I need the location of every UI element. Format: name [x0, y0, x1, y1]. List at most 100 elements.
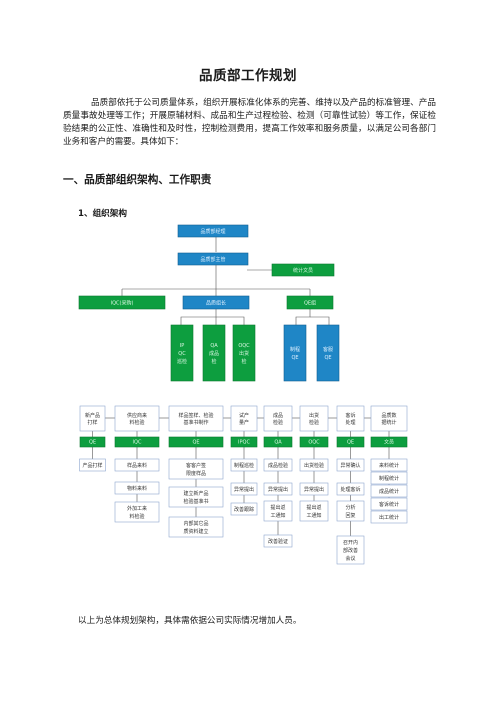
task-box-7-4-label: 部改善	[343, 547, 358, 554]
task-box-3-1-rect	[168, 458, 224, 480]
qc-leader-box-rect	[182, 295, 250, 310]
sub-team-box-2-rect	[202, 324, 226, 382]
task-box-7-3-rect	[336, 500, 365, 522]
task-box-3-2-rect	[168, 486, 224, 508]
task-box-4-2-rect	[230, 482, 258, 496]
task-box-6-3-label: 工通知	[306, 512, 321, 519]
task-box-5-2-label: 异常提出	[268, 486, 288, 493]
stage-box-6-rect	[299, 405, 329, 432]
stage-box-8-rect	[370, 405, 408, 432]
task-box-3-2-label: 检验基准书	[183, 498, 208, 505]
task-box-4-1-rect	[230, 458, 258, 472]
stage-box-7-rect	[336, 405, 365, 432]
sub-team-box-2-label: QA	[210, 343, 218, 349]
sub-team-box-3-label: 检	[241, 358, 246, 365]
task-box-8-2-label: 制程统计	[379, 475, 399, 482]
assistant-box: 统计文员	[271, 263, 335, 277]
task-box-1-1-rect	[79, 458, 106, 472]
sub-team-box-3-label: 出货	[239, 350, 249, 357]
task-box-6-3-label: 提出返	[306, 504, 321, 511]
task-box-8-1-rect	[370, 458, 408, 472]
role-box-6-rect	[299, 436, 329, 448]
sub-team-box-4-rect	[283, 324, 307, 382]
manager-box-rect	[177, 252, 249, 266]
sub-team-box-4-label: QE	[291, 355, 298, 361]
role-box-8-rect	[370, 436, 408, 448]
task-box-6-2-label: 异常提出	[304, 486, 324, 493]
role-box-7-label: QE	[347, 440, 354, 446]
task-box-8-3-rect	[370, 484, 408, 498]
sub-team-box-5-label: QE	[324, 355, 331, 361]
role-box-1: QE	[79, 436, 106, 448]
task-box-5-1-rect	[263, 458, 293, 472]
task-box-6-1: 出货检验	[299, 458, 329, 472]
task-box-4-2: 异常提出	[230, 482, 258, 496]
role-box-1-label: QE	[89, 440, 96, 446]
stage-box-5-label: 成品	[273, 412, 283, 419]
sub-team-box-4-label: 制程	[290, 346, 300, 353]
task-box-7-3-label: 回复	[345, 512, 355, 519]
director-box-rect	[177, 224, 249, 238]
task-box-6-1-rect	[299, 458, 329, 472]
stage-box-1-label: 新产品	[85, 412, 100, 419]
role-box-4-label: IPQC	[238, 440, 250, 446]
role-box-3-label: QE	[192, 440, 199, 446]
assistant-box-rect	[271, 263, 335, 277]
stage-box-5-rect	[263, 405, 293, 432]
manager-box: 品质部主管	[177, 252, 249, 266]
sub-team-box-1-label: QC	[178, 351, 186, 357]
manager-box-label: 品质部主管	[200, 256, 225, 263]
task-box-2-2-rect	[114, 481, 160, 495]
task-box-8-4-rect	[370, 497, 408, 511]
connector-line	[295, 309, 311, 325]
task-box-5-1-label: 成品检验	[268, 462, 288, 469]
task-box-8-1: 来料统计	[370, 458, 408, 472]
task-box-7-4-label: 会议	[345, 555, 355, 562]
stage-box-1-rect	[79, 405, 106, 432]
connector-line	[310, 316, 330, 325]
task-box-3-1-label: 限度样品	[186, 470, 206, 477]
stage-box-6-label: 检验	[309, 419, 319, 426]
iqc-group-box: IQC(采购)	[78, 295, 166, 310]
stage-box-4-label: 试产	[239, 412, 249, 419]
stage-box-8-label: 品质数	[381, 412, 396, 419]
role-box-1-rect	[79, 436, 106, 448]
task-box-2-2-label: 物料来料	[127, 485, 147, 492]
director-box-label: 品质部经理	[200, 228, 225, 235]
task-box-6-1-label: 出货检验	[304, 462, 324, 469]
task-box-8-3: 成品统计	[370, 484, 408, 498]
task-box-4-1: 制程巡检	[230, 458, 258, 472]
sub-team-box-4: 制程 QE	[283, 324, 307, 382]
task-box-7-4-rect	[336, 535, 365, 565]
task-box-2-2: 物料来料	[114, 481, 160, 495]
task-box-8-3-label: 成品统计	[379, 488, 399, 495]
sub-team-box-2-label: 检	[211, 358, 216, 365]
stage-box-3-label: 样品签样、检验	[178, 412, 213, 419]
task-box-8-5: 出工统计	[370, 510, 408, 524]
assistant-box-label: 统计文员	[293, 267, 313, 274]
task-box-8-5-label: 出工统计	[379, 514, 399, 521]
qc-leader-box-label: 品质组长	[206, 299, 226, 306]
qe-group-box-rect	[286, 295, 334, 310]
task-box-1-1-label: 产品打样	[82, 462, 102, 469]
task-box-3-1-label: 客客户签	[186, 462, 206, 469]
task-box-5-2-rect	[263, 482, 293, 496]
task-box-7-2-rect	[336, 482, 365, 496]
task-box-5-4-label: 改善验证	[268, 538, 288, 545]
task-box-5-1: 成品检验	[263, 458, 293, 472]
sub-team-box-2-label: 成品	[209, 350, 219, 357]
task-box-2-3-label: 料检验	[129, 513, 144, 520]
connector-line	[216, 316, 245, 325]
iqc-group-box-label: IQC(采购)	[111, 299, 134, 306]
stage-box-7-label: 处理	[345, 419, 355, 426]
